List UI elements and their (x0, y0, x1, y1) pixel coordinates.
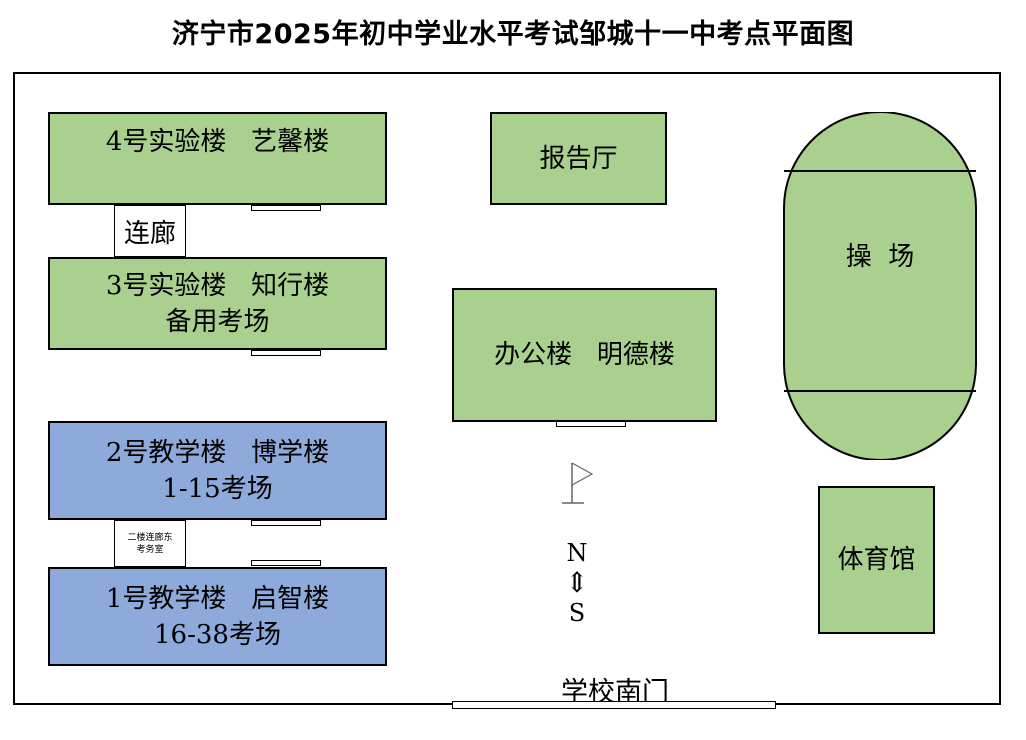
building-lecture-hall[interactable]: 报告厅 (490, 112, 667, 205)
building-lab-3-door (251, 350, 321, 356)
building-office[interactable]: 办公楼 明德楼 (452, 288, 717, 422)
building-teaching-2-rooms: 1-15考场 (162, 473, 273, 504)
building-teaching-1-door (251, 560, 321, 566)
building-lab-4-label: 4号实验楼 艺馨楼 (105, 127, 330, 157)
compass-south: S (568, 599, 586, 627)
building-gym[interactable]: 体育馆 (818, 486, 935, 634)
building-lecture-hall-label: 报告厅 (539, 143, 618, 174)
map-title: 济宁市2025年初中学业水平考试邹城十一中考点平面图 (171, 19, 855, 50)
playground-label: 操 场 (845, 242, 915, 272)
exam-office-label: 考务室 (136, 544, 164, 555)
building-teaching-2-door (251, 520, 321, 526)
building-lab-4[interactable]: 4号实验楼 艺馨楼 (48, 112, 387, 205)
corridor-upper: 连廊 (114, 205, 186, 257)
building-office-label: 办公楼 明德楼 (494, 340, 675, 370)
building-lab-3-name: 3号实验楼 知行楼 (105, 270, 330, 301)
compass: N ⇕ S (562, 538, 592, 628)
building-teaching-2-name: 2号教学楼 博学楼 (105, 437, 330, 468)
south-gate[interactable] (452, 701, 776, 709)
playground-track (783, 112, 977, 460)
building-lab-4-door (251, 205, 321, 211)
flag-icon (562, 462, 594, 504)
playground[interactable] (783, 112, 977, 460)
building-lab-3[interactable]: 3号实验楼 知行楼 备用考场 (48, 257, 387, 350)
building-teaching-2[interactable]: 2号教学楼 博学楼 1-15考场 (48, 421, 387, 520)
building-lab-3-note: 备用考场 (165, 306, 270, 337)
corridor-lower-exam-office: 二楼连廊东 考务室 (114, 520, 186, 567)
building-teaching-1-rooms: 16-38考场 (154, 619, 281, 650)
building-gym-label: 体育馆 (837, 545, 916, 575)
compass-arrow-icon: ⇕ (565, 566, 589, 599)
building-teaching-1[interactable]: 1号教学楼 启智楼 16-38考场 (48, 567, 387, 666)
building-teaching-1-name: 1号教学楼 启智楼 (105, 583, 330, 614)
corridor-upper-label: 连廊 (123, 218, 176, 249)
building-office-door (556, 421, 626, 427)
corridor-lower-label: 二楼连廊东 (127, 532, 173, 543)
compass-north: N (566, 539, 588, 567)
